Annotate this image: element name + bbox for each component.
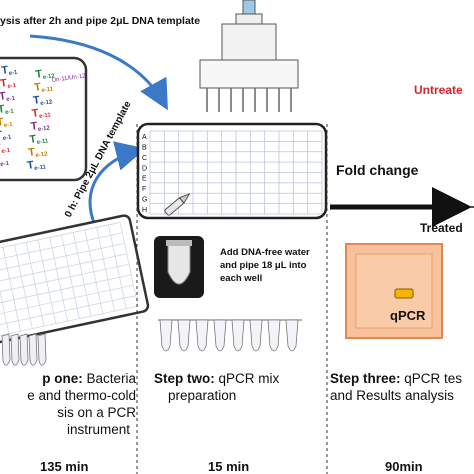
well-label-list: Te-1Te-1Te-1Te-1Te-1Te-1Te-1Te-1Te-12Te-… bbox=[0, 63, 56, 173]
fold-change-label: Fold change bbox=[336, 162, 419, 178]
tube-icon bbox=[19, 333, 29, 366]
step-two-l2: preparation bbox=[168, 388, 237, 403]
row-letter: H bbox=[142, 207, 147, 214]
step-two-lead: Step two: bbox=[154, 371, 215, 386]
qpcr-inner-box bbox=[355, 253, 433, 329]
center-tube-strip bbox=[158, 319, 302, 352]
qpcr-label: qPCR bbox=[390, 308, 426, 323]
step-one-lead: p one: bbox=[42, 371, 83, 386]
tube-icon bbox=[285, 319, 299, 352]
arrow-top-to-plate bbox=[29, 34, 168, 111]
step-one-l4: instrument bbox=[66, 422, 130, 437]
tube-icon bbox=[267, 319, 281, 352]
arrow-plate-to-plate bbox=[88, 141, 146, 226]
time-step-one: 135 min bbox=[40, 459, 89, 474]
well-label: Te-1 bbox=[0, 154, 10, 169]
tube-icon bbox=[159, 319, 173, 352]
step-three-lead: Step three: bbox=[330, 371, 401, 386]
left-tube-strip bbox=[1, 333, 47, 366]
tube-label-panel bbox=[0, 56, 88, 182]
row-letter: B bbox=[142, 145, 147, 152]
tube-icon bbox=[10, 333, 20, 366]
well-label: Te-1 bbox=[0, 141, 11, 156]
row-letter: G bbox=[142, 196, 147, 203]
tube-icon bbox=[154, 236, 204, 298]
tube-icon bbox=[213, 319, 227, 352]
step-three-l2: and Results analysis bbox=[330, 388, 454, 403]
step-three-text: Step three: qPCR tes and Results analysi… bbox=[330, 370, 474, 404]
tube-icon bbox=[28, 333, 38, 366]
untreated-label: Untreate bbox=[414, 83, 463, 97]
row-letter: A bbox=[142, 134, 147, 141]
step-three-l1: qPCR tes bbox=[400, 371, 463, 386]
qpcr-chip-icon bbox=[394, 288, 414, 299]
step-one-l3: sis on a PCR bbox=[57, 405, 136, 420]
multichannel-pipette bbox=[199, 0, 299, 112]
pipette-tip-icon bbox=[164, 193, 191, 216]
row-letter: D bbox=[142, 165, 147, 172]
step-one-text: p one: Bacteria e and thermo-cold sis on… bbox=[0, 370, 136, 438]
tube-icon bbox=[1, 333, 11, 366]
tube-icon bbox=[231, 319, 245, 352]
tube-icon bbox=[195, 319, 209, 352]
row-letter: E bbox=[142, 176, 147, 183]
well-right-label: Un-11/Un-12 bbox=[51, 73, 86, 84]
step-one-l1: Bacteria bbox=[82, 371, 136, 386]
time-step-three: 90min bbox=[385, 459, 423, 474]
row-letter: F bbox=[142, 186, 146, 193]
top-caption: ysis after 2h and pipe 2μL DNA template bbox=[0, 15, 200, 27]
treated-label: Treated bbox=[420, 221, 463, 235]
step-two-text: Step two: qPCR mix preparation bbox=[154, 370, 324, 404]
row-letter: C bbox=[142, 155, 147, 162]
step-two-l1: qPCR mix bbox=[214, 371, 280, 386]
tube-icon bbox=[177, 319, 191, 352]
time-step-two: 15 min bbox=[208, 459, 250, 474]
instruction-text: Add DNA-free water and pipe 18 μL into e… bbox=[220, 247, 310, 284]
left-pcr-plate bbox=[0, 214, 150, 344]
tube-icon bbox=[37, 333, 47, 366]
tube-icon bbox=[249, 319, 263, 352]
step-one-l2: e and thermo-cold bbox=[27, 388, 136, 403]
